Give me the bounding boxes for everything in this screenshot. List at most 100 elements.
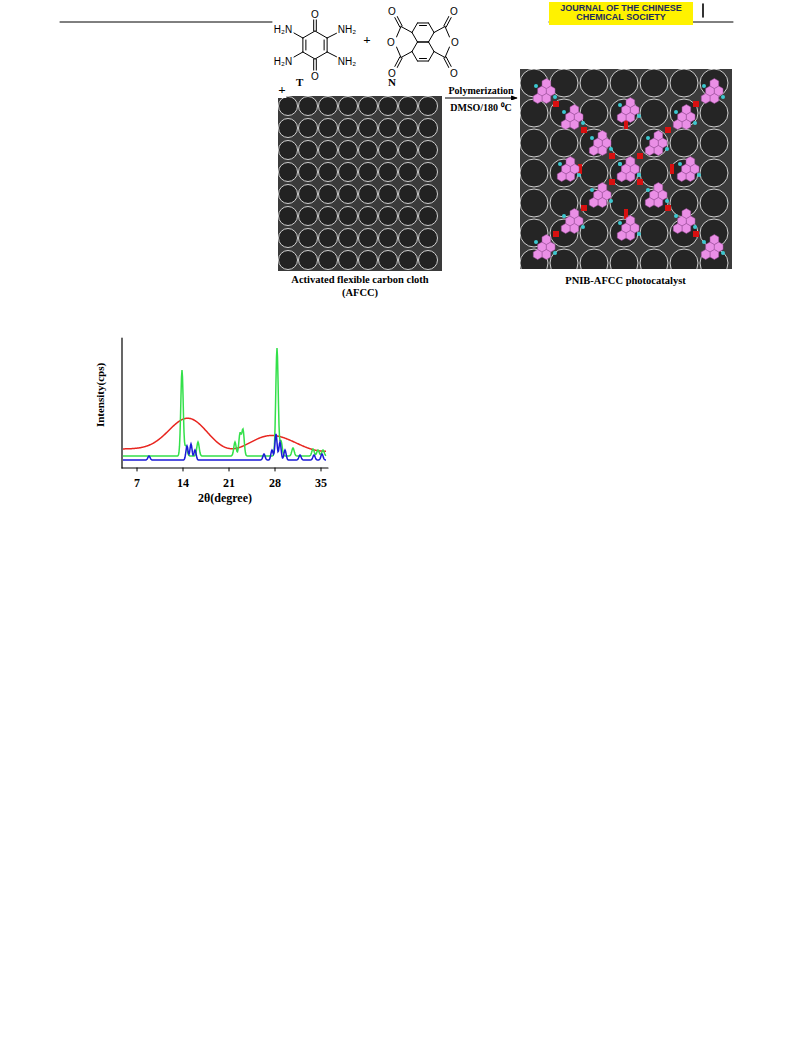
fiber-section: [580, 219, 608, 247]
y-axis: [121, 338, 122, 468]
nitrogen-dot: [637, 232, 641, 236]
carbonyl-bond: [395, 18, 400, 28]
bond: [420, 25, 427, 26]
fiber-section: [339, 207, 358, 226]
fiber-section: [419, 97, 438, 116]
fiber-section: [359, 207, 378, 226]
bond: [401, 27, 412, 33]
nitrogen-dot: [534, 84, 538, 88]
imide-link: [693, 101, 699, 107]
bond: [434, 52, 445, 58]
nitrogen-dot: [665, 147, 669, 151]
imide-link: [637, 153, 643, 159]
nitrogen-dot: [693, 121, 697, 125]
hexagon-unit: [701, 94, 710, 104]
nitrogen-dot: [637, 173, 641, 177]
fiber-section: [359, 97, 378, 116]
molecule-n: [395, 16, 451, 67]
axis-tick: [183, 468, 184, 471]
nitrogen-dot: [558, 162, 562, 166]
blue-curve: [123, 434, 326, 460]
hexagon-unit: [682, 209, 691, 219]
fiber-section: [299, 185, 318, 204]
fiber-section: [610, 69, 638, 97]
axis-title: 2θ(degree): [197, 491, 253, 506]
imide-link: [553, 231, 559, 237]
hexagon-unit: [542, 79, 551, 89]
hexagon-unit: [673, 224, 682, 234]
panel-image: [278, 96, 442, 271]
fiber-section: [700, 249, 728, 269]
fiber-section: [379, 229, 398, 248]
tick-label: 28: [268, 476, 282, 491]
hexagon-unit: [710, 94, 719, 104]
nitrogen-dot: [693, 225, 697, 229]
bond: [429, 52, 435, 62]
imide-link: [581, 205, 587, 211]
fiber-section: [399, 207, 418, 226]
fiber-section: [359, 163, 378, 182]
hexagon-unit: [626, 172, 635, 182]
nitrogen-dot: [618, 221, 622, 225]
hexagon-unit: [542, 94, 551, 104]
atom-label: NH₂: [337, 56, 357, 67]
bond: [303, 52, 315, 59]
hexagon-unit: [682, 224, 691, 234]
hexagon-unit: [645, 198, 654, 208]
bond: [294, 52, 303, 57]
fiber-section: [419, 251, 438, 270]
fiber-section: [319, 207, 338, 226]
hexagon-unit: [598, 146, 607, 156]
fiber-section: [299, 163, 318, 182]
fiber-section: [399, 251, 418, 270]
atom-label: O: [387, 68, 397, 79]
hexagon-unit: [542, 235, 551, 245]
hexagon-unit: [710, 235, 719, 245]
nitrogen-dot: [674, 214, 678, 218]
xrd-chart: [122, 338, 328, 471]
fiber-section: [640, 249, 668, 269]
hexagon-unit: [533, 94, 542, 104]
bond: [445, 27, 450, 38]
hexagon-unit: [654, 198, 663, 208]
hexagon-unit: [654, 183, 663, 193]
fiber-section: [580, 99, 608, 127]
bond: [418, 22, 429, 23]
fiber-section: [399, 229, 418, 248]
bond: [429, 33, 435, 43]
fiber-section: [319, 185, 338, 204]
fiber-section: [339, 163, 358, 182]
hexagon-unit: [570, 120, 579, 130]
nitrogen-dot: [562, 110, 566, 114]
journal-banner: JOURNAL OF THE CHINESE CHEMICAL SOCIETY: [549, 2, 693, 25]
atom-label: H₂N: [273, 56, 293, 67]
fiber-section: [520, 99, 548, 127]
fiber-section: [640, 219, 668, 247]
bond: [412, 33, 418, 43]
hexagon-unit: [673, 120, 682, 130]
imide-link: [665, 205, 671, 211]
tick-label: 14: [176, 476, 190, 491]
fiber-section: [399, 141, 418, 160]
atom-label: NH₂: [337, 24, 357, 35]
hexagon-unit: [686, 172, 695, 182]
fiber-section: [399, 97, 418, 116]
fiber-section: [700, 219, 728, 247]
fiber-section: [550, 129, 578, 157]
reaction-arrow: [445, 98, 517, 99]
axis-title: Intensity(cps): [94, 362, 106, 428]
hexagon-unit: [617, 231, 626, 241]
nitrogen-dot: [581, 225, 585, 229]
atom-label: O: [449, 6, 459, 17]
nitrogen-dot: [553, 95, 557, 99]
imide-link: [665, 127, 671, 133]
fiber-section: [279, 229, 298, 248]
panel-caption: Activated flexible carbon cloth (AFCC): [278, 274, 442, 299]
fiber-section: [419, 163, 438, 182]
bond: [324, 40, 325, 50]
fiber-section: [379, 119, 398, 138]
nitrogen-dot: [678, 162, 682, 166]
panel-caption: PNIB-AFCC photocatalyst: [519, 275, 732, 288]
nitrogen-dot: [618, 162, 622, 166]
hexagon-unit: [677, 172, 686, 182]
